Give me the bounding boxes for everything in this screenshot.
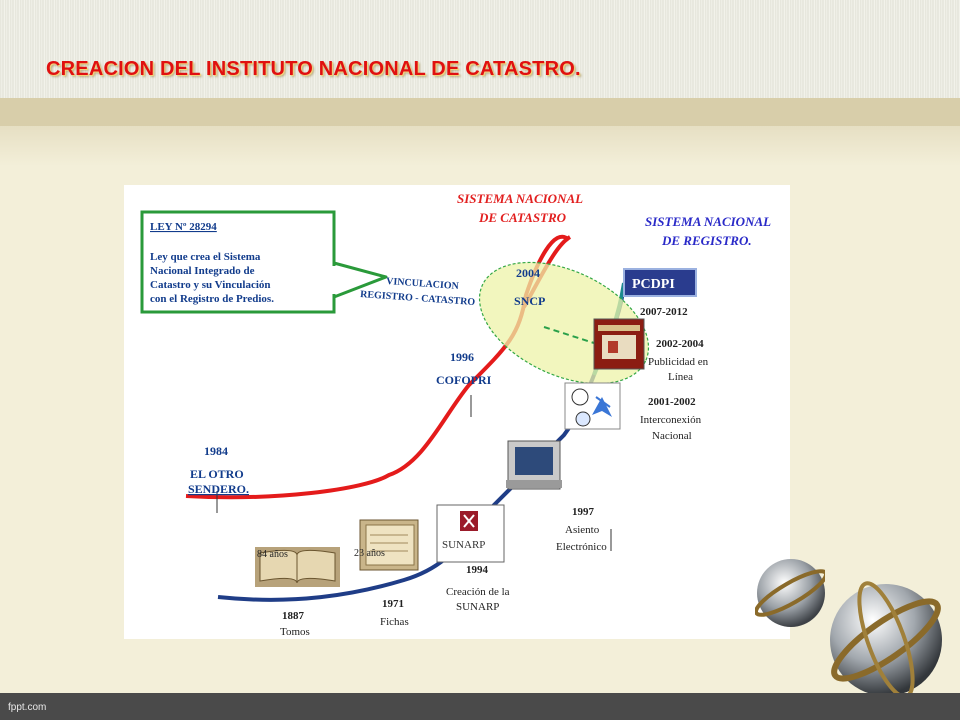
law-line-2: Nacional Integrado de: [150, 265, 255, 277]
snc-connector: [543, 326, 595, 344]
label-1971: Fichas: [380, 616, 409, 628]
timeline-diagram: LEY Nº 28294 Ley que crea el Sistema Nac…: [124, 185, 790, 639]
year-1997: 1997: [572, 506, 595, 518]
year-2007-2012: 2007-2012: [640, 306, 688, 318]
network-image: [564, 382, 621, 430]
law-line-4: con el Registro de Predios.: [150, 293, 274, 305]
header-fade: [0, 126, 960, 166]
computer-image: [506, 440, 562, 490]
header-accent-band: [0, 98, 960, 126]
label-2001-2002-2: Nacional: [652, 430, 692, 442]
sunarp-logo-text: SUNARP: [442, 539, 485, 551]
pcdpi-label: PCDPI: [632, 277, 675, 292]
timeline-svg: LEY Nº 28294 Ley que crea el Sistema Nac…: [140, 191, 771, 638]
globe-small-icon: [755, 559, 825, 627]
label-2002-2004-1: Publicidad en: [648, 356, 709, 368]
law-line-3: Catastro y su Vinculación: [150, 279, 271, 291]
duration-84: 84 años: [257, 549, 288, 560]
label-1994-2: SUNARP: [456, 601, 499, 613]
label-2004: SNCP: [514, 294, 545, 308]
footer-bar: [0, 693, 960, 720]
label-1887: Tomos: [280, 626, 310, 638]
year-1994: 1994: [466, 564, 489, 576]
year-1971: 1971: [382, 598, 404, 610]
sunarp-logo: [436, 504, 505, 563]
duration-23: 23 años: [354, 548, 385, 559]
vinculacion-label-1: VINCULACION: [386, 276, 460, 292]
year-1887: 1887: [282, 610, 305, 622]
label-1994-1: Creación de la: [446, 586, 510, 598]
label-1996: COFOPRI: [436, 373, 492, 387]
header-band: [0, 0, 960, 98]
fichas-cards-image: [359, 519, 419, 571]
law-line-1: Ley que crea el Sistema: [150, 251, 261, 263]
label-1984-1: EL OTRO: [190, 467, 244, 481]
tomos-book-image: [255, 547, 340, 587]
year-1996: 1996: [450, 350, 474, 364]
globe-large-icon: [830, 581, 942, 699]
year-2002-2004: 2002-2004: [656, 338, 704, 350]
slide-title: CREACION DEL INSTITUTO NACIONAL DE CATAS…: [46, 58, 581, 80]
heading-registro-2: DE REGISTRO.: [661, 233, 752, 248]
heading-catastro-2: DE CATASTRO: [478, 210, 567, 225]
year-1984: 1984: [204, 444, 228, 458]
web-publicity-image: [593, 318, 645, 370]
year-2004: 2004: [516, 266, 540, 280]
law-title: LEY Nº 28294: [150, 221, 217, 233]
heading-registro-1: SISTEMA NACIONAL: [645, 214, 771, 229]
footer-text: fppt.com: [8, 702, 47, 713]
label-2001-2002-1: Interconexión: [640, 414, 702, 426]
label-1997-2: Electrónico: [556, 541, 607, 553]
year-2001-2002: 2001-2002: [648, 396, 696, 408]
label-1997-1: Asiento: [565, 524, 600, 536]
label-2002-2004-2: Línea: [668, 371, 693, 383]
heading-catastro-1: SISTEMA NACIONAL: [457, 191, 583, 206]
pcdpi-badge: [623, 268, 697, 297]
label-1984-2: SENDERO.: [188, 482, 249, 496]
